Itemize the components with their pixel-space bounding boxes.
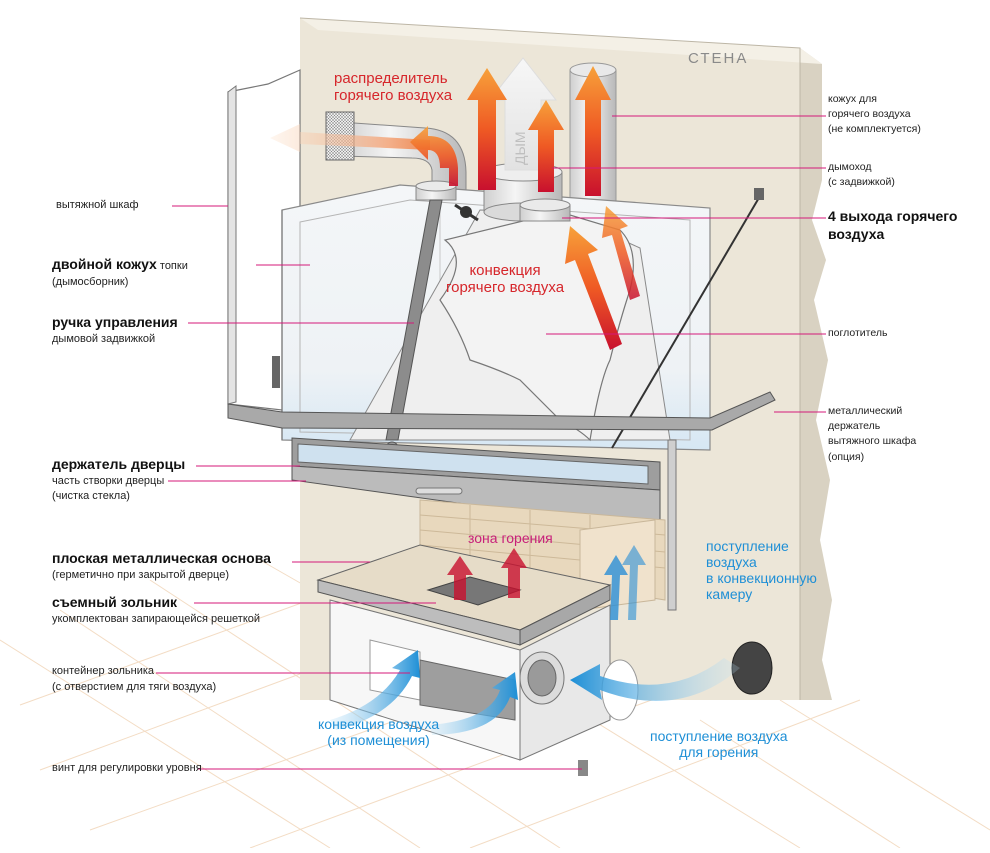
absorber-label: поглотитель [828, 327, 888, 339]
holder-line2: держатель [828, 420, 881, 433]
door-holder-sub2: (чистка стекла) [52, 490, 130, 503]
double-casing-rest: топки [156, 260, 188, 272]
convection-line1: конвекция [469, 262, 541, 279]
ash-container-label: контейнер зольника (с отверстием для тяг… [52, 664, 216, 696]
room-convection-line2: (из помещения) [327, 732, 430, 749]
hot-air-casing-line1: кожух для [828, 93, 877, 105]
convection-intake-line4: камеру [706, 586, 753, 603]
holder-line4: (опция) [828, 450, 865, 463]
convection-channel [667, 439, 677, 611]
hot-air-arrow-left [270, 124, 430, 152]
ash-container-line2: (с отверстием для тяги воздуха) [52, 680, 217, 693]
distributor-label: распределитель горячего воздуха [334, 70, 452, 105]
chimney-line2: (с задвижкой) [828, 176, 895, 189]
chimney-line1: дымоход [828, 161, 872, 173]
combustion-zone-label: зона горения [468, 530, 553, 546]
hot-air-outlets [415, 180, 571, 222]
leader-lines [156, 115, 826, 770]
cabinet-holder-rod [611, 188, 764, 449]
holder-line1: металлический [828, 405, 903, 417]
distributor-line2: горячего воздуха [334, 87, 453, 105]
hot-air-casing-line3: (не комплектуется) [828, 123, 921, 136]
ashpan-label: съемный зольник укомплектован запирающей… [52, 594, 260, 627]
combustion-air-line2: для горения [679, 744, 759, 761]
metal-base-sub: (герметично при закрытой дверце) [52, 568, 229, 581]
air-intake-pipe [519, 641, 773, 705]
double-casing-sub: (дымосборник) [52, 275, 129, 288]
combustion-air-line1: поступление воздуха [650, 728, 788, 744]
combustion-air-label: поступление воздуха для горения [650, 728, 788, 760]
double-casing-title: двойной кожух [52, 256, 157, 272]
ashpan-title: съемный зольник [52, 594, 178, 610]
door-holder-label: держатель дверцы часть створки дверцы (ч… [52, 456, 185, 505]
level-screw-label: винт для регулировки уровня [52, 762, 202, 774]
wall-label: СТЕНА [688, 50, 749, 67]
convection-line2: горячего воздуха [446, 279, 565, 297]
hot-air-casing-line2: горячего воздуха [828, 108, 911, 121]
convection-intake-line1: поступление [706, 538, 789, 554]
convection-intake-line2: воздуха [706, 554, 757, 571]
door-holder-title: держатель дверцы [52, 456, 186, 472]
room-convection-label: конвекция воздуха (из помещения) [318, 716, 439, 748]
double-casing-label: двойной кожух топки (дымосборник) [52, 256, 188, 291]
convection-intake-line3: в конвекционную [706, 570, 817, 587]
metal-base-title: плоская металлическая основа [52, 550, 271, 566]
cold-air-arrows [330, 545, 740, 735]
distributor-line1: распределитель [334, 70, 448, 87]
hot-air-casing-label: кожух для горячего воздуха (не комплекту… [828, 92, 921, 138]
door-holder-sub1: часть створки дверцы [52, 474, 165, 487]
chimney-label: дымоход (с задвижкой) [828, 160, 895, 190]
hot-air-arrows [410, 66, 640, 350]
control-handle-label: ручка управления дымовой задвижкой [52, 314, 178, 347]
combustion-arrows [447, 548, 527, 600]
holder-line3: вытяжного шкафа [828, 435, 917, 448]
outlets-label: 4 выхода горячего воздуха [828, 208, 957, 243]
ashpan-sub: укомплектован запирающейся решеткой [52, 612, 261, 625]
floor-tiles [0, 559, 990, 849]
metal-holder-shelf [227, 356, 776, 431]
outlets-line1: 4 выхода горячего [828, 208, 958, 224]
convection-intake-label: поступление воздуха в конвекционную каме… [706, 538, 817, 602]
outlets-line2: воздуха [828, 225, 885, 242]
fireplace-door [291, 437, 661, 521]
smoke-label: ДЫМ [512, 131, 528, 165]
room-convection-line1: конвекция воздуха [318, 716, 440, 732]
control-handle-sub: дымовой задвижкой [52, 332, 156, 345]
convection-label: конвекция горячего воздуха [446, 262, 564, 297]
holder-label: металлический держатель вытяжного шкафа … [828, 404, 916, 465]
exhaust-cabinet-label: вытяжной шкаф [56, 199, 139, 211]
control-handle-title: ручка управления [52, 314, 178, 330]
metal-base-label: плоская металлическая основа (герметично… [52, 550, 271, 583]
ash-container-line1: контейнер зольника [52, 665, 155, 677]
